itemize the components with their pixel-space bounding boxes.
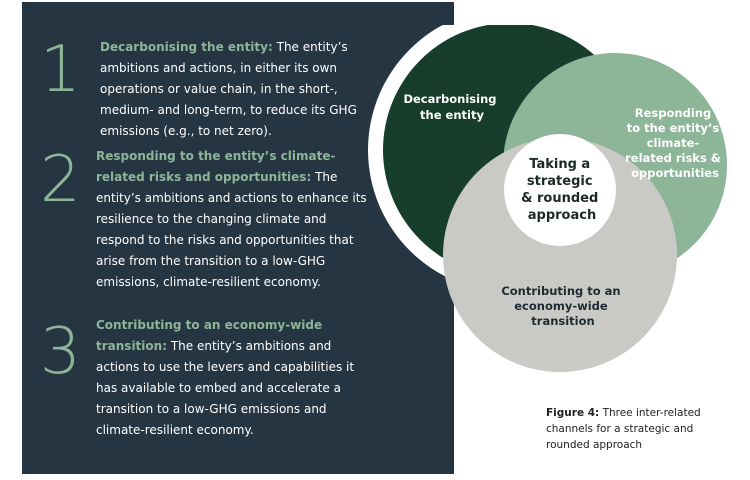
label-center-line-4: approach (528, 208, 596, 223)
item-number-3: 3 (40, 315, 81, 389)
label-responding-line-2: to the entity’s (627, 121, 720, 135)
label-decarbonising-line-2: the entity (420, 108, 484, 122)
figure-caption: Figure 4: Three inter-related channels f… (546, 405, 726, 453)
item-number-1: 1 (40, 33, 81, 107)
label-decarbonising-line-1: Decarbonising (403, 92, 496, 106)
circle-center (504, 134, 616, 246)
label-responding-line-3: climate- (647, 136, 700, 150)
item-2-text: Responding to the entity’s climate-relat… (96, 146, 376, 293)
caption-label: Figure 4: (546, 407, 600, 419)
left-panel: 1 Decarbonising the entity: The entity’s… (22, 2, 454, 474)
item-1-text: Decarbonising the entity: The entity’s a… (100, 37, 370, 142)
item-3-heading: Contributing to an economy-wide transiti… (96, 318, 323, 353)
label-contributing-line-1: Contributing to an (501, 284, 620, 298)
label-center-line-3: & rounded (521, 191, 598, 206)
label-responding-line-5: opportunities (631, 166, 719, 180)
item-2-heading: Responding to the entity’s climate-relat… (96, 149, 336, 184)
item-1-body: The entity’s ambitions and actions, in e… (100, 40, 357, 138)
label-contributing-line-2: economy-wide (514, 299, 608, 313)
item-1-heading: Decarbonising the entity: (100, 40, 273, 54)
label-decarbonising: Decarbonising the entity (403, 92, 500, 122)
caption-text: Three inter-related channels for a strat… (546, 407, 701, 451)
item-number-2: 2 (40, 143, 81, 217)
item-3-body: The entity’s ambitions and actions to us… (96, 339, 355, 437)
label-responding: Responding to the entity’s climate- rela… (625, 106, 725, 180)
label-responding-line-4: related risks & (625, 151, 721, 165)
label-center-line-1: Taking a (529, 157, 590, 172)
venn-diagram: Decarbonising the entity Responding to t… (368, 25, 727, 372)
label-center: Taking a strategic & rounded approach (521, 157, 603, 223)
circle-contributing (443, 138, 677, 372)
label-contributing-line-3: transition (531, 314, 594, 328)
label-contributing: Contributing to an economy-wide transiti… (501, 284, 624, 328)
label-responding-line-1: Responding (635, 106, 711, 120)
item-3-text: Contributing to an economy-wide transiti… (96, 315, 376, 441)
label-center-line-2: strategic (527, 174, 593, 189)
item-2-body: The entity’s ambitions and actions to en… (96, 170, 367, 289)
